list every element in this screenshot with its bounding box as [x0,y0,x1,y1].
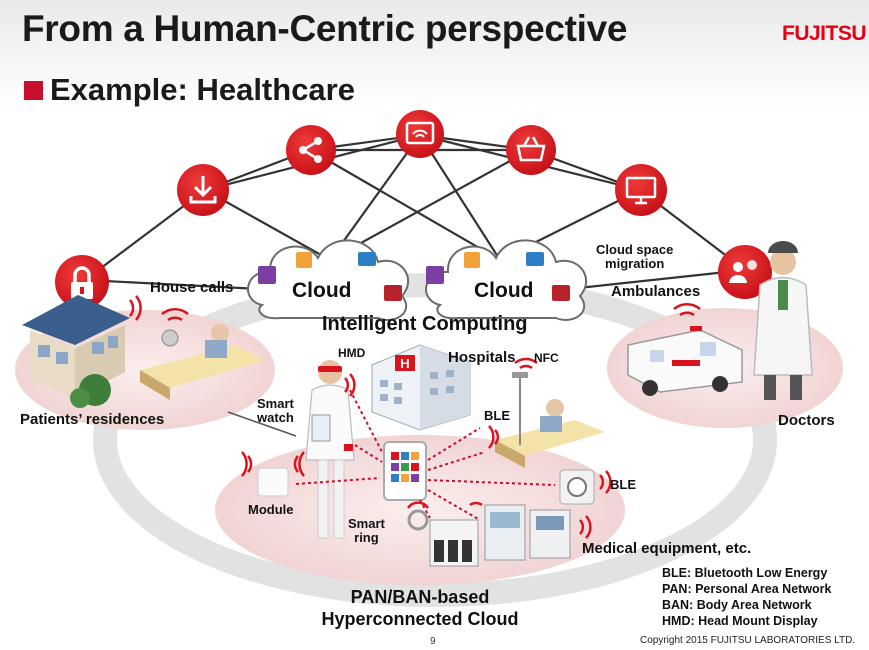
basket-icon [506,125,556,175]
pan-ban-title: PAN/BAN-based Hyperconnected Cloud [300,588,540,629]
house-illustration [22,295,130,408]
nurse-illustration [305,360,355,539]
ambulance-illustration [627,326,743,396]
legend-item: BLE: Bluetooth Low Energy [662,566,828,580]
legend-item: PAN: Personal Area Network [662,582,832,596]
wifi-screen-icon [396,110,444,158]
subtitle: Example: Healthcare [50,72,355,107]
module-device [257,467,289,497]
pan-ban-line2: Hyperconnected Cloud [321,608,519,629]
hmd-label: HMD [338,346,366,360]
ble-label-right: BLE [610,477,636,492]
share-icon [286,125,336,175]
medical-equipment-label: Medical equipment, etc. [582,540,752,557]
cloud-label-right: Cloud [474,279,534,302]
ble-label-top: BLE [484,408,510,423]
medical-equipment [429,504,571,567]
ambulances-label: Ambulances [611,283,701,300]
doctor-illustration [753,241,813,400]
svg-text:H: H [400,356,409,371]
pan-ban-line1: PAN/BAN-based [350,587,490,607]
page-number: 9 [430,636,436,647]
signal-waves [128,295,701,539]
lock-icon [55,255,109,309]
legend-item: HMD: Head Mount Display [662,614,818,628]
monitor-icon [615,164,667,216]
smart-ring-device [407,509,429,531]
slide-title: From a Human-Centric perspective [22,8,628,49]
copyright: Copyright 2015 FUJITSU LABORATORIES LTD. [640,635,856,646]
residence-bed [140,324,265,400]
nfc-label: NFC [534,351,559,365]
bullet-square-icon [24,81,43,100]
patients-residences-label: Patients’ residences [20,411,165,428]
tablet-device [383,441,427,501]
download-icon [177,164,229,216]
doctors-label: Doctors [778,412,835,429]
hospital-bed [495,372,605,468]
legend-item: BAN: Body Area Network [662,598,812,612]
smart-watch-label: Smart watch [257,396,294,425]
connection-arrows [295,389,556,521]
module-label: Module [248,502,294,517]
house-calls-label: House calls [150,279,234,296]
fujitsu-logo: FUJITSU [782,22,867,45]
hospital-building: H [371,344,471,431]
smart-ring-label: Smart ring [348,516,385,545]
people-icon [718,245,772,299]
watch-arrow [227,411,297,437]
cloud-label-left: Cloud [292,279,352,302]
cloud-space-migration-label: Cloud space migration [596,242,674,271]
hospitals-label: Hospitals [448,349,516,366]
intelligent-computing-label: Intelligent Computing [322,313,528,335]
ble-sensor [559,469,595,505]
header-band [0,0,869,110]
abbreviation-legend: BLE: Bluetooth Low Energy PAN: Personal … [662,565,832,629]
